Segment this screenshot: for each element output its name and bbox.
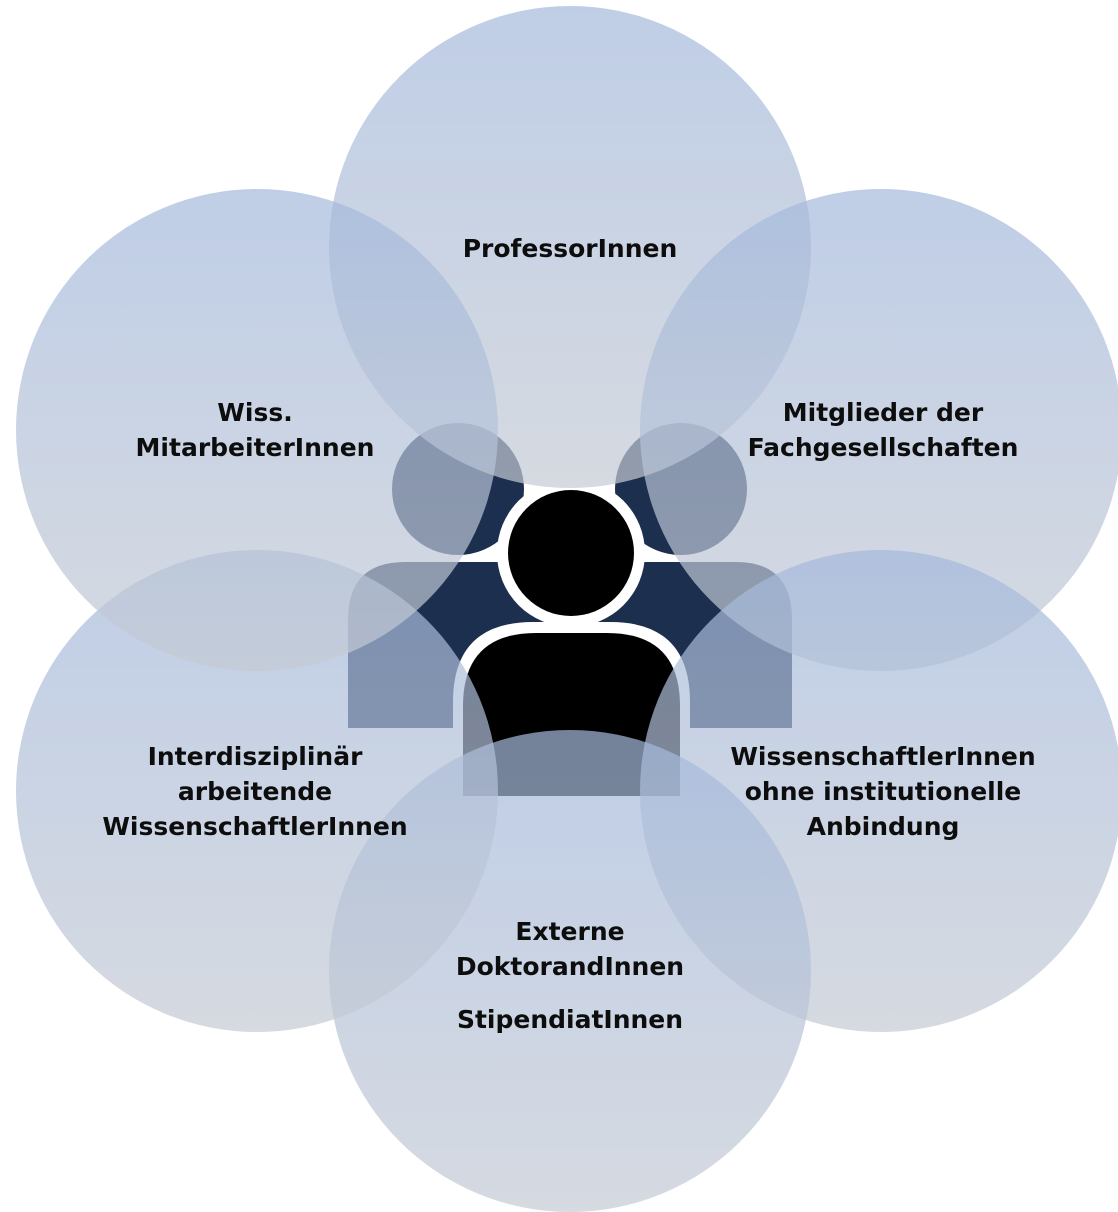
label-line: Fachgesellschaften	[747, 433, 1019, 462]
label-line: StipendiatInnen	[456, 1005, 684, 1034]
label-line: arbeitende	[177, 777, 333, 806]
circle-mitarbeiter	[16, 189, 498, 671]
circle-interdisziplinaer	[16, 550, 498, 1032]
label-ohne-anbindung: WissenschaftlerInnen ohne institutionell…	[713, 739, 1053, 844]
label-line: ProfessorInnen	[462, 234, 678, 263]
label-interdisziplinaer: Interdisziplinär arbeitende Wissenschaft…	[85, 739, 425, 844]
circle-fachgesellschaften	[640, 189, 1118, 671]
label-line: Mitglieder der	[782, 398, 984, 427]
label-line: Interdisziplinär	[147, 742, 363, 771]
label-line: WissenschaftlerInnen	[102, 812, 408, 841]
label-mitarbeiter: Wiss. MitarbeiterInnen	[85, 395, 425, 465]
label-line: Anbindung	[806, 812, 960, 841]
label-gap	[400, 984, 740, 1002]
label-fachgesellschaften: Mitglieder der Fachgesellschaften	[713, 395, 1053, 465]
label-professoren: ProfessorInnen	[400, 231, 740, 266]
label-line: Wiss.	[217, 398, 293, 427]
label-line: ohne institutionelle	[744, 777, 1022, 806]
label-line: DoktorandInnen	[455, 952, 685, 981]
label-line: Externe	[515, 917, 625, 946]
label-line: WissenschaftlerInnen	[730, 742, 1036, 771]
label-extern: Externe DoktorandInnen StipendiatInnen	[400, 914, 740, 1037]
label-line: MitarbeiterInnen	[135, 433, 375, 462]
